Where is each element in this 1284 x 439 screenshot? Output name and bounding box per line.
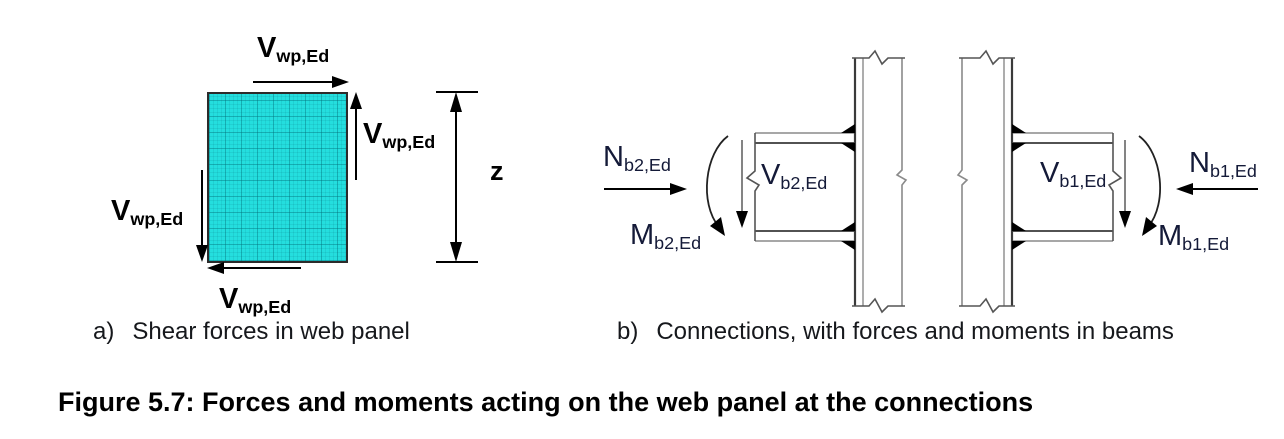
beam-break-icon: [745, 133, 761, 241]
break-symbol-icon: [852, 297, 905, 314]
break-symbol-icon: [959, 297, 1015, 314]
web-panel: [207, 92, 348, 263]
weld-icon: [841, 241, 855, 250]
column-right: [956, 49, 1015, 314]
beam-shear-label-right: Vb1,Ed: [1040, 157, 1107, 192]
shear-force-label-left: Vwp,Ed: [111, 195, 184, 230]
moment-label-right: Mb1,Ed: [1158, 220, 1230, 255]
caption-a: a)Shear forces in web panel: [93, 318, 410, 345]
shear-force-label-top: Vwp,Ed: [257, 32, 330, 67]
weld-icon: [1012, 124, 1026, 133]
beam-shear-arrow-right-icon: [1119, 140, 1131, 228]
caption-b: b)Connections, with forces and moments i…: [617, 318, 1174, 345]
break-symbol-icon: [852, 49, 905, 66]
column-left: [852, 49, 908, 314]
weld-icon: [841, 143, 855, 152]
weld-icon: [1012, 222, 1026, 231]
moment-label-left: Mb2,Ed: [630, 219, 702, 254]
beam-left: [745, 124, 855, 250]
moment-arrow-right-icon: [1138, 135, 1161, 236]
axial-force-arrow-left-icon: [604, 183, 687, 195]
shear-arrow-right-icon: [350, 92, 362, 180]
dimension-line-z: [436, 91, 478, 263]
shear-force-label-bottom: Vwp,Ed: [219, 283, 292, 318]
break-symbol-icon: [959, 49, 1015, 66]
shear-arrow-left-icon: [196, 170, 208, 262]
figure-title: Figure 5.7: Forces and moments acting on…: [58, 387, 1034, 417]
shear-force-label-right: Vwp,Ed: [363, 118, 436, 153]
lever-arm-label-z: z: [490, 156, 504, 186]
moment-arrow-left-icon: [706, 135, 729, 236]
beam-break-icon: [1107, 133, 1123, 241]
beam-right: [1012, 124, 1123, 250]
beam-shear-arrow-left-icon: [736, 140, 748, 228]
axial-force-label-left: Nb2,Ed: [603, 141, 671, 176]
beam-shear-label-left: Vb2,Ed: [761, 159, 828, 194]
weld-icon: [841, 222, 855, 231]
weld-icon: [1012, 143, 1026, 152]
weld-icon: [841, 124, 855, 133]
axial-force-label-right: Nb1,Ed: [1189, 147, 1257, 182]
shear-arrow-bottom-icon: [207, 262, 301, 274]
axial-force-arrow-right-icon: [1176, 183, 1258, 195]
weld-icon: [1012, 241, 1026, 250]
shear-arrow-top-icon: [253, 76, 349, 88]
